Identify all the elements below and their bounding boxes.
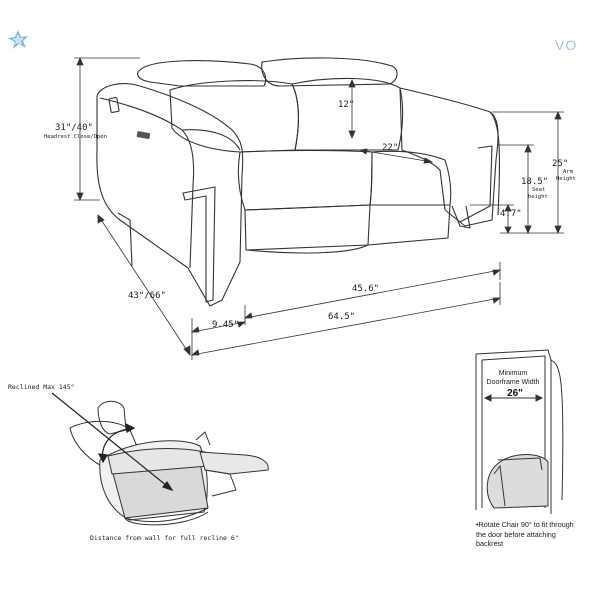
headrest-caption: Headrest Close/Open <box>44 134 107 140</box>
leg-height-label: 4.7" <box>500 209 522 219</box>
seat-height-label: 18.5" <box>521 177 549 187</box>
arm-height-caption-2: Height <box>556 176 576 182</box>
recliner-drawing <box>69 400 269 526</box>
dimension-lines <box>74 56 564 360</box>
doorframe-title: Minimum Doorframe Width <box>486 370 540 386</box>
headrest-height-label: 31"/40" <box>55 123 93 133</box>
reclined-max-label: Reclined Max 145° <box>8 383 75 391</box>
arm-height-label: 25" <box>552 159 569 169</box>
doorframe-note: •Rotate Chair 90° to fit through the doo… <box>476 520 574 548</box>
sofa-drawing <box>96 57 501 307</box>
arm-width-label: 9.45" <box>212 320 240 330</box>
seat-width-label: 45.6" <box>352 284 380 294</box>
brand-logo-text: VO <box>555 37 578 53</box>
overall-width-label: 64.5" <box>328 312 356 322</box>
overall-depth-label: 43"/66" <box>128 291 166 301</box>
seat-height-caption-2: height <box>528 194 548 200</box>
wall-distance-label: Distance from wall for full recline 6" <box>90 534 239 542</box>
seat-depth-label: 22" <box>382 143 399 153</box>
doorframe-drawing <box>475 349 564 514</box>
doorframe-width-label: 26" <box>507 388 523 399</box>
recline-arrows <box>51 392 174 492</box>
arm-height-caption-1: Arm <box>563 169 573 175</box>
seat-height-caption-1: Seat <box>532 187 546 193</box>
logo-star-icon <box>8 30 28 49</box>
backrest-height-label: 12" <box>338 100 355 110</box>
